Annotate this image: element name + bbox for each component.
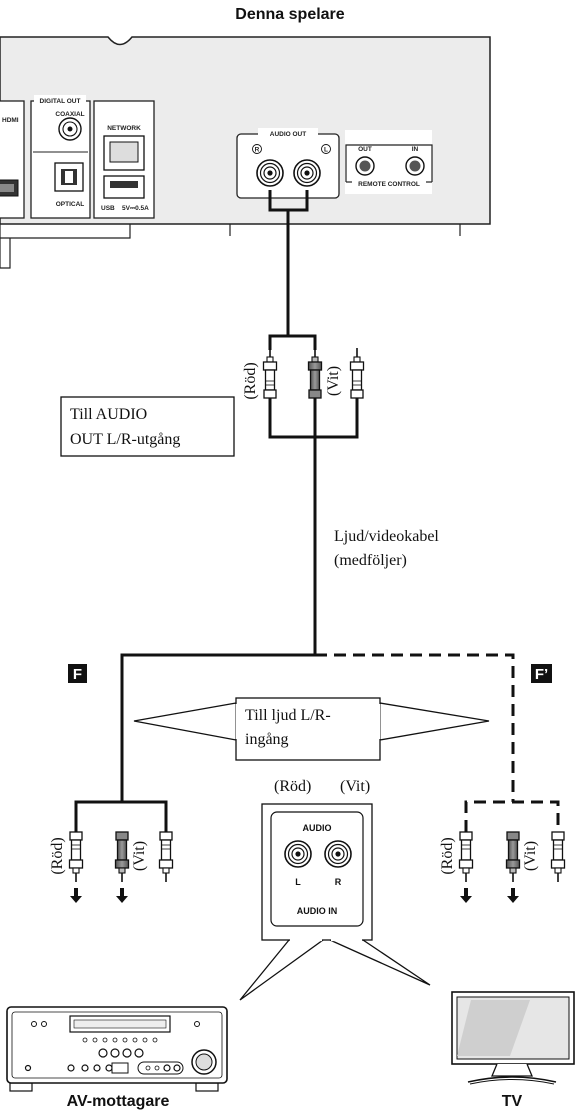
digital-out-label: DIGITAL OUT (40, 98, 81, 105)
network-label: NETWORK (107, 125, 141, 132)
optical-label: OPTICAL (56, 201, 85, 208)
remote-out-label: OUT (358, 146, 372, 153)
right-plug-assembly (458, 800, 566, 903)
left-plug-assembly (68, 800, 174, 903)
top-white-label: (Vit) (325, 366, 342, 396)
hdmi-label: HDMI (2, 117, 19, 124)
audio-out-r-jack (256, 159, 284, 187)
audio-out-panel: AUDIO OUT R L (236, 128, 340, 199)
top-spare-plug (349, 347, 365, 399)
left-red-plug (68, 831, 84, 883)
svg-text:F: F (73, 666, 82, 683)
left-red-label: (Röd) (49, 837, 66, 874)
cable-desc-line1: Ljud/videokabel (334, 528, 439, 545)
audio-in-panel: AUDIO L R AUDIO IN (239, 803, 431, 1001)
remote-in-jack (405, 156, 425, 176)
badge-f: F (68, 664, 87, 683)
left-white-arrow-icon (116, 888, 128, 903)
top-red-plug (262, 347, 278, 399)
audio-out-callout: Till AUDIO OUT L/R-utgång (60, 396, 235, 457)
right-white-plug (505, 831, 521, 883)
cable-top (262, 190, 365, 655)
input-callout-line2: ingång (245, 731, 289, 748)
left-red-arrow-icon (70, 888, 82, 903)
remote-in-label: IN (412, 146, 419, 153)
remote-control-panel: OUT IN REMOTE CONTROL (345, 130, 433, 194)
top-white-plug (307, 347, 323, 399)
left-white-plug (114, 831, 130, 883)
panel-red-label: (Röd) (274, 778, 311, 795)
player-device: HDMI DIGITAL OUT COAXIAL OPTICAL (0, 36, 491, 269)
panel-audio-label: AUDIO (303, 823, 332, 833)
left-white-label: (Vit) (131, 841, 148, 871)
right-red-label: (Röd) (439, 837, 456, 874)
tv-set (451, 991, 575, 1085)
player-title: Denna spelare (235, 6, 344, 23)
audio-out-callout-line1: Till AUDIO (70, 406, 147, 423)
panel-l-jack (284, 840, 312, 868)
right-spare-plug (550, 831, 566, 883)
input-callout: Till ljud L/R- ingång (133, 697, 490, 761)
cable-desc-line2: (medföljer) (334, 552, 407, 569)
right-red-plug (458, 831, 474, 883)
optical-port (54, 162, 84, 192)
remote-out-jack (355, 156, 375, 176)
audio-out-r-label: R (255, 147, 260, 154)
right-red-arrow-icon (460, 888, 472, 903)
usb-port (103, 175, 145, 199)
usb-label: USB (101, 205, 115, 212)
coaxial-label: COAXIAL (55, 111, 84, 118)
remote-control-label: REMOTE CONTROL (358, 181, 420, 188)
right-white-label: (Vit) (522, 841, 539, 871)
input-callout-line1: Till ljud L/R- (245, 707, 331, 724)
badge-f-prime: F’ (531, 664, 552, 683)
network-port (103, 135, 145, 171)
audio-out-l-jack (293, 159, 321, 187)
panel-white-label: (Vit) (340, 778, 370, 795)
coaxial-jack (58, 117, 82, 141)
audio-out-callout-line2: OUT L/R-utgång (70, 431, 180, 448)
svg-text:F’: F’ (535, 666, 548, 683)
audio-out-label: AUDIO OUT (270, 131, 307, 138)
left-spare-plug (158, 831, 174, 883)
panel-r-label: R (335, 877, 342, 887)
panel-l-label: L (295, 877, 301, 887)
av-receiver-label: AV-mottagare (67, 1093, 170, 1110)
av-receiver (6, 1006, 228, 1092)
network-panel: NETWORK USB 5V⎓0.5A (93, 100, 155, 219)
hdmi-port: HDMI (0, 100, 25, 219)
usb-rating: 5V⎓0.5A (122, 205, 149, 212)
right-white-arrow-icon (507, 888, 519, 903)
panel-audio-in-label: AUDIO IN (297, 906, 338, 916)
top-red-label: (Röd) (242, 362, 259, 399)
audio-out-l-label: L (324, 147, 328, 154)
digital-out-panel: DIGITAL OUT COAXIAL OPTICAL (30, 95, 91, 219)
panel-r-jack (324, 840, 352, 868)
tv-label: TV (502, 1093, 523, 1110)
